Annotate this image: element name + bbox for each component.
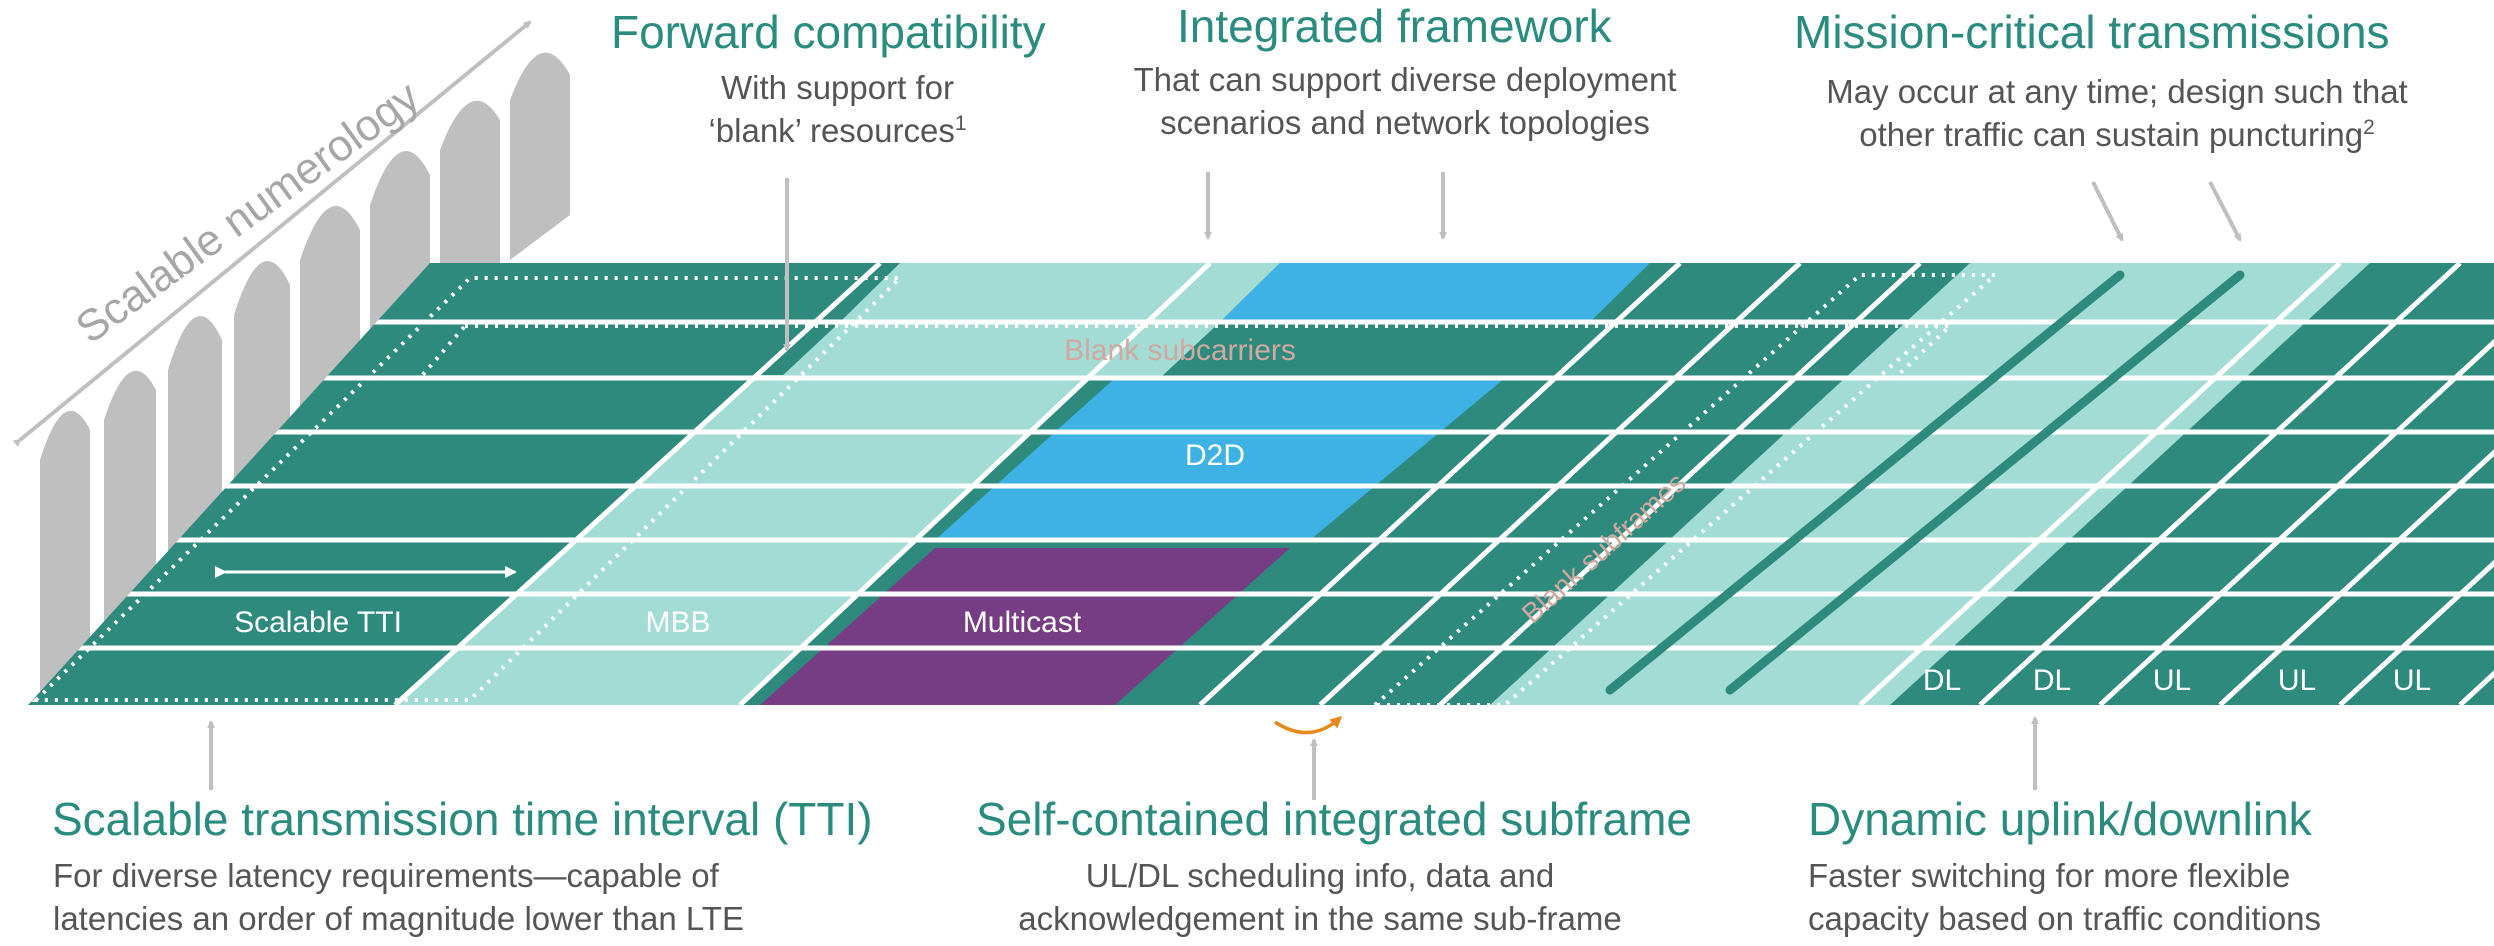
slot-label: UL — [2393, 664, 2431, 697]
d2d-region — [935, 378, 1505, 540]
grid-columns — [393, 263, 2494, 705]
d2d-region — [1220, 263, 1650, 322]
forward-compatibility-line2-text: ‘blank’ resources — [708, 112, 955, 149]
blank-subcarriers-label: Blank subcarriers — [1064, 334, 1296, 367]
slot-label: DL — [2033, 664, 2071, 697]
multicast-label: Multicast — [963, 606, 1082, 639]
blank-subcarriers-outline — [415, 324, 1956, 380]
numerology-bump — [510, 52, 570, 260]
self-contained-subframe-title: Self-contained integrated subframe — [976, 793, 1692, 845]
dynamic-ul-dl-line2: capacity based on traffic conditions — [1808, 900, 2322, 937]
forward-compatibility-title: Forward compatibility — [611, 6, 1046, 58]
mission-critical-line1: May occur at any time; design such that — [1826, 73, 2408, 110]
scalable-tti-outline — [31, 276, 905, 702]
forward-compatibility-desc: With support for ‘blank’ resources1 — [660, 66, 1015, 152]
d2d-label: D2D — [1185, 439, 1245, 472]
grid-rows — [28, 319, 2494, 651]
mission-pointer — [2208, 181, 2242, 242]
numerology-axis-arrow — [12, 20, 532, 447]
blank-subframes-outline — [1369, 273, 2001, 705]
integrated-framework-desc: That can support diverse deployment scen… — [1085, 58, 1725, 144]
mission-pointer — [2091, 181, 2124, 242]
numerology-bump — [40, 410, 90, 700]
subframe-loop-arrow — [1274, 715, 1343, 735]
mission-critical-title: Mission-critical transmissions — [1794, 6, 2390, 58]
blank-band-second — [780, 322, 1220, 378]
scalable-tti-line1: For diverse latency requirements—capable… — [53, 857, 719, 894]
forward-compatibility-line2: ‘blank’ resources1 — [660, 109, 1015, 152]
blank-band-top — [840, 263, 1280, 322]
mission-critical-line2: other traffic can sustain puncturing2 — [1762, 113, 2472, 156]
dynamic-ul-dl-line1: Faster switching for more flexible — [1808, 857, 2291, 894]
footnote-marker: 2 — [2363, 116, 2375, 139]
self-contained-subframe-desc: UL/DL scheduling info, data and acknowle… — [1000, 854, 1640, 940]
scalable-tti-title: Scalable transmission time interval (TTI… — [52, 793, 873, 845]
footnote-marker: 1 — [954, 112, 967, 135]
slot-label: UL — [2278, 664, 2316, 697]
slot-label: DL — [1923, 664, 1961, 697]
frame-board — [28, 263, 2494, 705]
multicast-region — [760, 548, 1290, 705]
dynamic-ul-dl-title: Dynamic uplink/downlink — [1808, 793, 2312, 845]
callout-pointers — [207, 172, 2242, 800]
mission-critical-line2-text: other traffic can sustain puncturing — [1859, 116, 2364, 153]
forward-compatibility-line1: With support for — [721, 69, 954, 106]
mission-critical-burst — [1605, 270, 2125, 695]
mbb-label: MBB — [645, 606, 710, 639]
mission-critical-desc: May occur at any time; design such that … — [1762, 70, 2472, 156]
scalable-tti-label: Scalable TTI — [234, 606, 402, 639]
scalable-tti-line2: latencies an order of magnitude lower th… — [53, 900, 744, 937]
integrated-framework-line1: That can support diverse deployment — [1133, 61, 1677, 98]
integrated-framework-title: Integrated framework — [1177, 0, 1612, 52]
self-contained-subframe-line2: acknowledgement in the same sub-frame — [1018, 900, 1622, 937]
self-contained-subframe-line1: UL/DL scheduling info, data and — [1085, 857, 1555, 894]
mission-critical-burst — [1725, 270, 2245, 695]
dynamic-ul-dl-desc: Faster switching for more flexible capac… — [1808, 854, 2321, 940]
scalable-tti-desc: For diverse latency requirements—capable… — [53, 854, 744, 940]
slot-label: UL — [2153, 664, 2191, 697]
integrated-framework-line2: scenarios and network topologies — [1160, 104, 1650, 141]
